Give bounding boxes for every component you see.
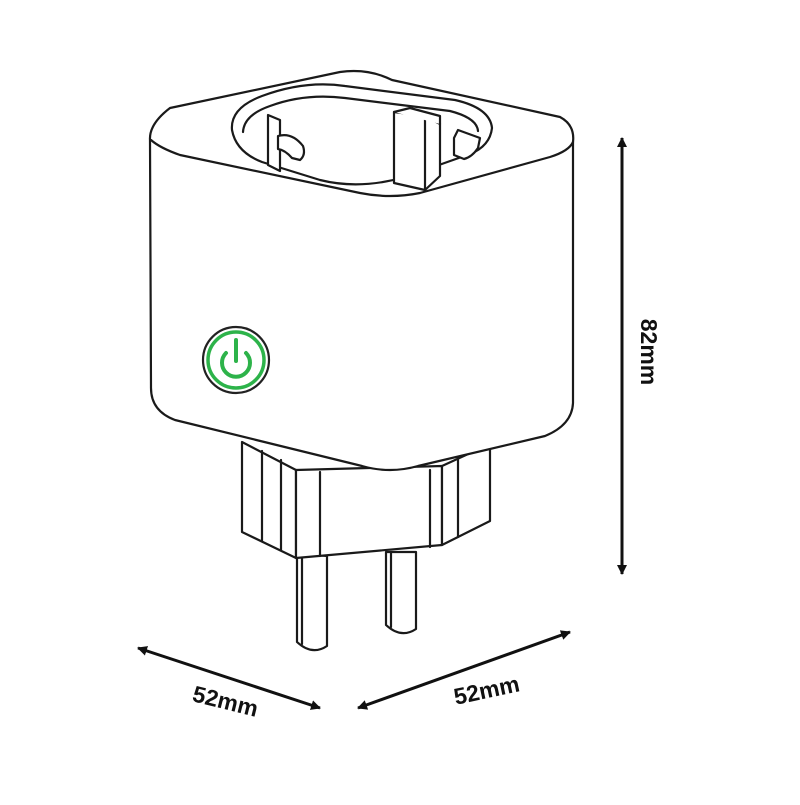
plug-pins <box>295 550 418 652</box>
height-label: 82mm <box>636 319 662 385</box>
smart-plug-drawing <box>148 69 575 652</box>
earth-contacts <box>266 106 482 192</box>
power-button[interactable] <box>201 325 271 395</box>
width-arrow <box>357 630 571 710</box>
width-label: 52mm <box>451 670 521 709</box>
depth-label: 52mm <box>190 680 261 721</box>
power-icon <box>220 338 252 379</box>
dimension-arrows <box>137 137 627 710</box>
plug-base <box>240 440 492 560</box>
depth-arrow <box>137 646 321 710</box>
